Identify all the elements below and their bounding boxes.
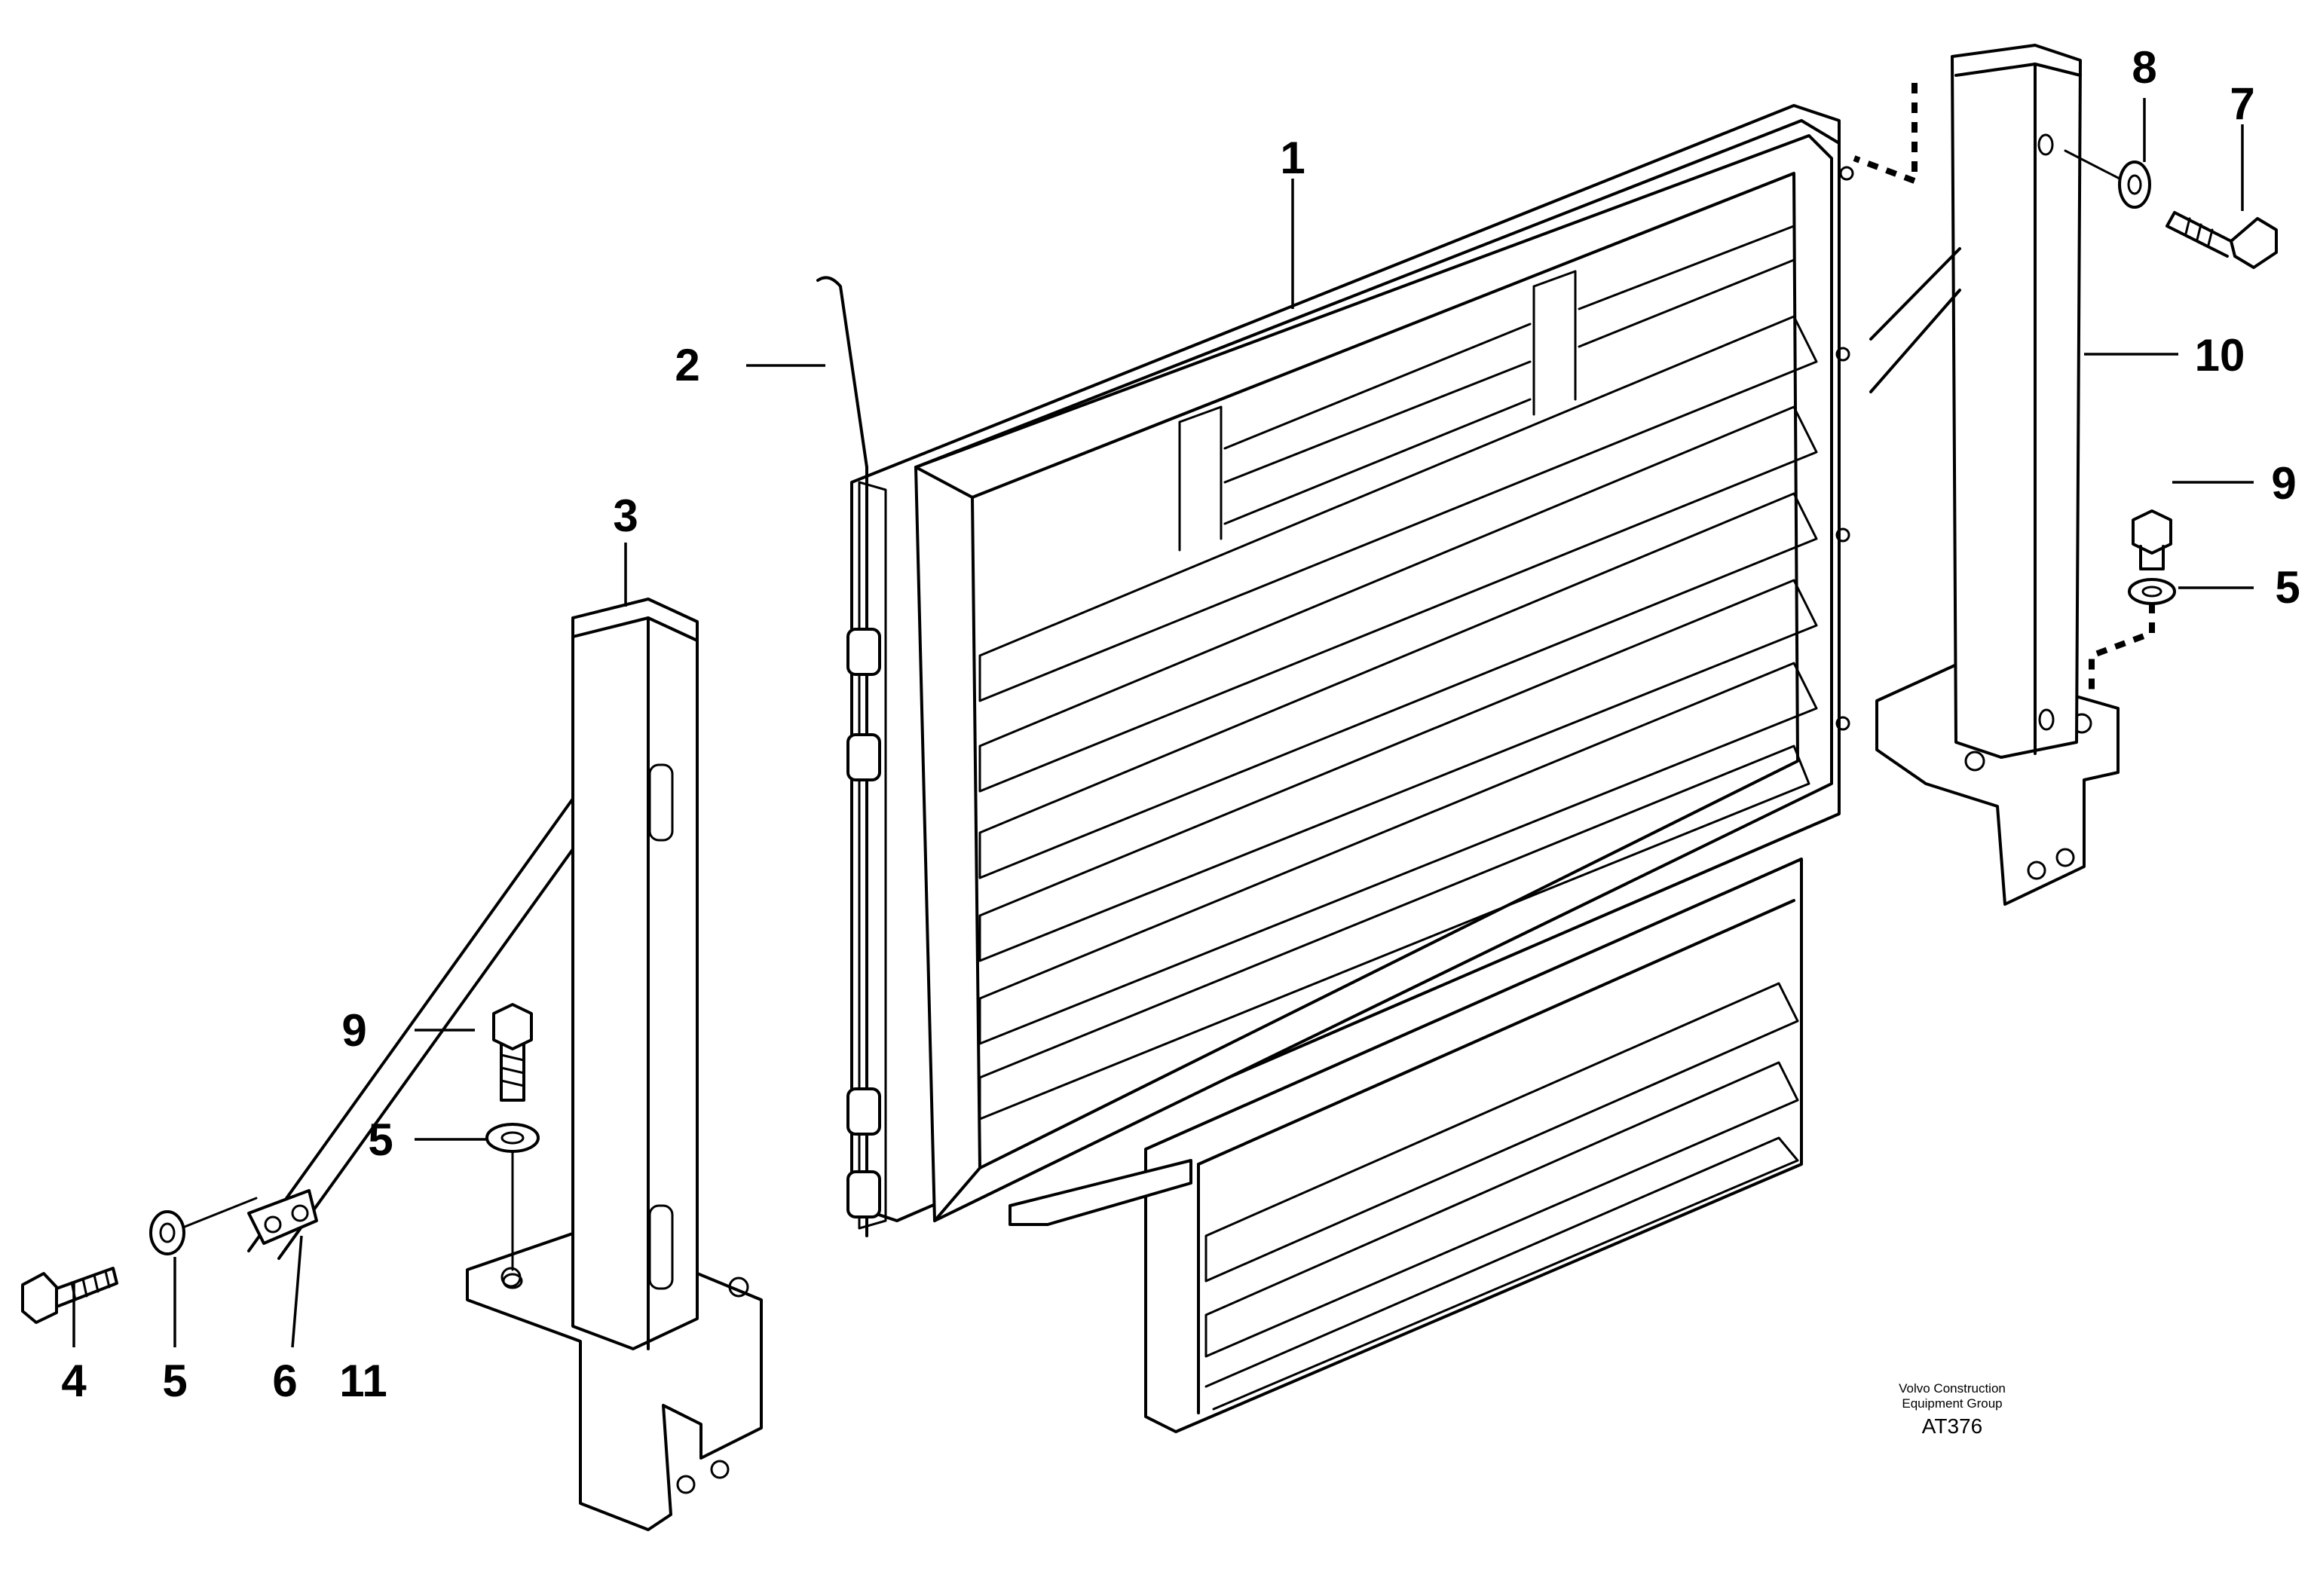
- post-washer-right: [2089, 578, 2176, 697]
- callout-2: 2: [675, 340, 699, 390]
- callout-3: 3: [613, 491, 638, 541]
- callout-10: 10: [2195, 330, 2245, 381]
- louver-slats: [978, 315, 1818, 1121]
- right-washer: [2064, 149, 2151, 209]
- callout-1: 1: [1280, 133, 1305, 183]
- left-post: [571, 598, 699, 1350]
- right-post: [1951, 44, 2082, 759]
- right-stay-rod: [1869, 247, 1961, 393]
- post-washer-left: [485, 1123, 540, 1289]
- callout-5-washer-left: 5: [162, 1356, 187, 1406]
- hinge-rod: [816, 276, 887, 1237]
- callout-9-left: 9: [341, 1005, 366, 1056]
- grille-lower-extension: [1009, 858, 1803, 1433]
- post-bolt-left: [492, 1003, 533, 1102]
- drawing-code: AT376: [1922, 1414, 1982, 1438]
- callout-5-bolt-left: 5: [368, 1114, 393, 1165]
- left-washer: [149, 1197, 258, 1255]
- callout-9-right: 9: [2271, 458, 2296, 509]
- callout-6: 6: [272, 1356, 297, 1406]
- callout-11: 11: [339, 1356, 387, 1406]
- credit-line-2: Equipment Group: [1902, 1396, 2002, 1411]
- right-bolt: [2165, 211, 2278, 269]
- leader-lines: [72, 98, 2254, 1348]
- left-stay-rod: [247, 797, 578, 1260]
- callout-7: 7: [2230, 78, 2254, 129]
- left-bolt: [21, 1267, 118, 1324]
- callout-8: 8: [2132, 42, 2156, 93]
- callout-4: 4: [61, 1356, 87, 1406]
- credit-line-1: Volvo Construction: [1899, 1381, 2006, 1396]
- post-bolt-right: [2132, 509, 2172, 570]
- hidden-line-top: [1853, 83, 1918, 185]
- callout-5-right: 5: [2275, 562, 2300, 613]
